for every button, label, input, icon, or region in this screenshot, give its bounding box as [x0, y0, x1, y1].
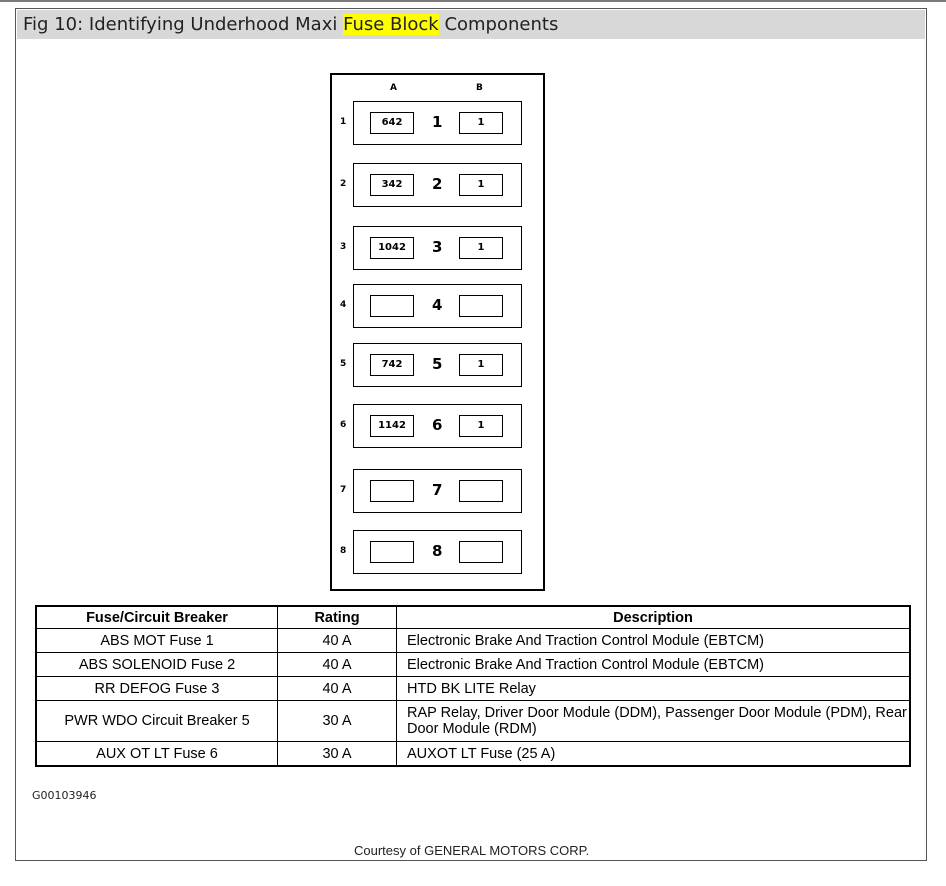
circuit-cell-b: 1	[459, 354, 503, 376]
fuse-slot: 4 4	[332, 284, 543, 328]
slot-number: 3	[432, 238, 443, 256]
row-number: 6	[340, 420, 347, 430]
cell-fuse: PWR WDO Circuit Breaker 5	[35, 700, 278, 742]
slot-outline: 642 1 1	[353, 101, 522, 145]
header-description: Description	[396, 605, 911, 629]
circuit-cell-b	[459, 480, 503, 502]
circuit-cell-b: 1	[459, 415, 503, 437]
circuit-cell-b: 1	[459, 237, 503, 259]
cell-rating: 40 A	[277, 652, 397, 677]
table-row: PWR WDO Circuit Breaker 5 30 A RAP Relay…	[35, 700, 911, 742]
table-header-row: Fuse/Circuit Breaker Rating Description	[35, 605, 911, 629]
fuse-slot: 1 642 1 1	[332, 101, 543, 145]
column-label-a: A	[390, 83, 397, 93]
circuit-cell-b: 1	[459, 112, 503, 134]
title-highlight: Fuse Block	[343, 14, 439, 35]
slot-number: 7	[432, 481, 443, 499]
cell-description: RAP Relay, Driver Door Module (DDM), Pas…	[396, 700, 911, 742]
circuit-cell-a: 642	[370, 112, 414, 134]
fuse-slot: 3 1042 3 1	[332, 226, 543, 270]
cell-rating: 30 A	[277, 700, 397, 742]
slot-outline: 742 5 1	[353, 343, 522, 387]
circuit-cell-a	[370, 541, 414, 563]
table-row: AUX OT LT Fuse 6 30 A AUXOT LT Fuse (25 …	[35, 741, 911, 767]
row-number: 5	[340, 359, 347, 369]
table-row: ABS SOLENOID Fuse 2 40 A Electronic Brak…	[35, 652, 911, 677]
table-row: ABS MOT Fuse 1 40 A Electronic Brake And…	[35, 628, 911, 653]
circuit-cell-a: 742	[370, 354, 414, 376]
figure-frame: Fig 10: Identifying Underhood Maxi Fuse …	[15, 8, 927, 861]
column-label-b: B	[476, 83, 483, 93]
cell-description: Electronic Brake And Traction Control Mo…	[396, 652, 911, 677]
fuse-slot: 8 8	[332, 530, 543, 574]
cell-description: HTD BK LITE Relay	[396, 676, 911, 701]
slot-number: 2	[432, 175, 443, 193]
table-row: RR DEFOG Fuse 3 40 A HTD BK LITE Relay	[35, 676, 911, 701]
cell-fuse: AUX OT LT Fuse 6	[35, 741, 278, 767]
slot-outline: 7	[353, 469, 522, 513]
row-number: 2	[340, 179, 347, 189]
fuse-block-diagram: A B 1 642 1 1 2 342 2 1 3 1042 3 1	[330, 73, 545, 591]
circuit-cell-a	[370, 295, 414, 317]
title-text-end: Components	[438, 14, 559, 35]
row-number: 4	[340, 300, 347, 310]
cell-fuse: RR DEFOG Fuse 3	[35, 676, 278, 701]
fuse-slot: 2 342 2 1	[332, 163, 543, 207]
row-number: 1	[340, 117, 347, 127]
fuse-table-wrapper: Fuse/Circuit Breaker Rating Description …	[35, 605, 911, 767]
header-rating: Rating	[277, 605, 397, 629]
slot-outline: 8	[353, 530, 522, 574]
top-rule	[0, 0, 946, 2]
cell-rating: 40 A	[277, 676, 397, 701]
cell-rating: 30 A	[277, 741, 397, 767]
cell-description: AUXOT LT Fuse (25 A)	[396, 741, 911, 767]
cell-rating: 40 A	[277, 628, 397, 653]
slot-number: 6	[432, 416, 443, 434]
title-text: Fig 10: Identifying Underhood Maxi	[23, 14, 344, 35]
credit-line: Courtesy of GENERAL MOTORS CORP.	[354, 843, 590, 858]
circuit-cell-a	[370, 480, 414, 502]
row-number: 3	[340, 242, 347, 252]
cell-description: Electronic Brake And Traction Control Mo…	[396, 628, 911, 653]
slot-number: 8	[432, 542, 443, 560]
row-number: 7	[340, 485, 347, 495]
circuit-cell-b: 1	[459, 174, 503, 196]
circuit-cell-a: 1142	[370, 415, 414, 437]
circuit-cell-a: 342	[370, 174, 414, 196]
circuit-cell-b	[459, 541, 503, 563]
header-fuse: Fuse/Circuit Breaker	[35, 605, 278, 629]
slot-outline: 4	[353, 284, 522, 328]
cell-fuse: ABS MOT Fuse 1	[35, 628, 278, 653]
slot-outline: 342 2 1	[353, 163, 522, 207]
circuit-cell-a: 1042	[370, 237, 414, 259]
figure-title: Fig 10: Identifying Underhood Maxi Fuse …	[17, 10, 925, 39]
cell-fuse: ABS SOLENOID Fuse 2	[35, 652, 278, 677]
fuse-slot: 5 742 5 1	[332, 343, 543, 387]
row-number: 8	[340, 546, 347, 556]
slot-outline: 1142 6 1	[353, 404, 522, 448]
slot-number: 4	[432, 296, 443, 314]
slot-number: 5	[432, 355, 443, 373]
circuit-cell-b	[459, 295, 503, 317]
slot-number: 1	[432, 113, 443, 131]
figure-id: G00103946	[32, 789, 97, 802]
fuse-table: Fuse/Circuit Breaker Rating Description …	[35, 605, 911, 767]
slot-outline: 1042 3 1	[353, 226, 522, 270]
fuse-slot: 7 7	[332, 469, 543, 513]
fuse-slot: 6 1142 6 1	[332, 404, 543, 448]
